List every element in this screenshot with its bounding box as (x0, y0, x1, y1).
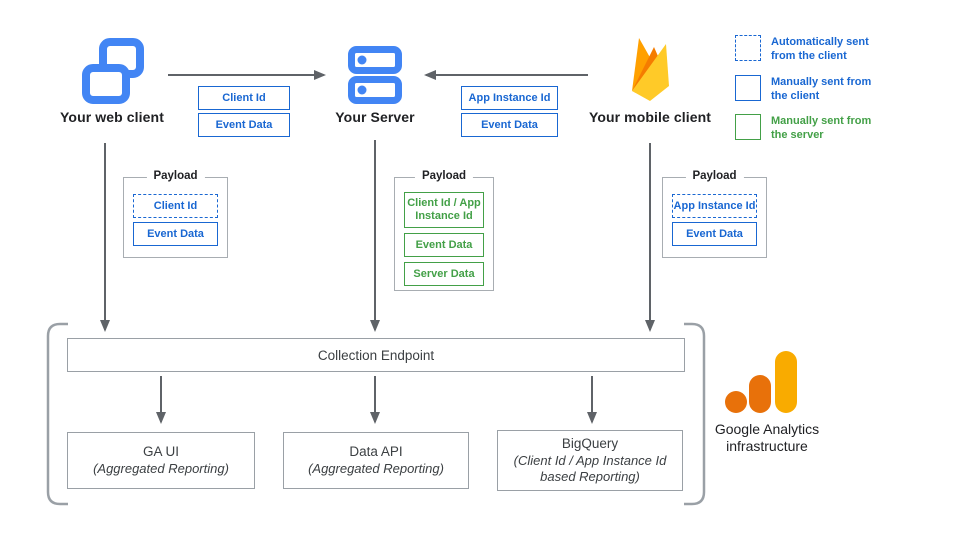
legend-label: Automatically sent from the client (771, 36, 869, 62)
payload-item-client-id: Client Id (133, 194, 218, 218)
output-title: Data API (349, 443, 403, 459)
flow-tag-app-instance-id: App Instance Id (461, 86, 558, 110)
output-subtitle: (Aggregated Reporting) (308, 460, 444, 476)
solid-blue-swatch (735, 75, 761, 101)
web-client-label: Your web client (60, 109, 164, 125)
payload-item-client-or-app-id: Client Id / App Instance Id (404, 192, 484, 228)
output-subtitle: (Aggregated Reporting) (93, 460, 229, 476)
data-api-box: Data API (Aggregated Reporting) (283, 432, 469, 489)
mobile-client-label: Your mobile client (588, 109, 712, 125)
legend-item-manual-server: Manually sent from the server (735, 114, 883, 142)
legend-item-manual-client: Manually sent from the client (735, 75, 883, 103)
payload-title: Payload (414, 170, 474, 182)
overlapping-windows-icon (82, 38, 144, 104)
payload-box-web: Payload Client Id Event Data (123, 170, 228, 258)
payload-item-event-data: Event Data (133, 222, 218, 246)
legend-label: Manually sent from the client (771, 76, 872, 102)
payload-item-server-data: Server Data (404, 262, 484, 286)
google-analytics-logo (725, 351, 797, 413)
payload-box-mobile: Payload App Instance Id Event Data (662, 170, 767, 258)
payload-item-app-instance-id: App Instance Id (672, 194, 757, 218)
payload-title: Payload (146, 170, 205, 182)
flow-tag-event-data-mobile: Event Data (461, 113, 558, 137)
payload-item-event-data: Event Data (672, 222, 757, 246)
payload-box-server: Payload Client Id / App Instance Id Even… (394, 170, 494, 291)
output-subtitle: (Client Id / App Instance Id based Repor… (513, 452, 667, 484)
collection-endpoint-label: Collection Endpoint (317, 347, 435, 363)
left-bracket (46, 322, 68, 506)
legend-label: Manually sent from the server (771, 115, 872, 141)
solid-green-swatch (735, 114, 761, 140)
flow-tag-client-id: Client Id (198, 86, 290, 110)
firebase-flame-icon (632, 38, 669, 101)
collection-endpoint-box: Collection Endpoint (67, 338, 685, 372)
output-title: GA UI (142, 443, 179, 459)
bigquery-box: BigQuery (Client Id / App Instance Id ba… (497, 430, 683, 491)
ga-ui-box: GA UI (Aggregated Reporting) (67, 432, 255, 489)
legend-item-auto-client: Automatically sent from the client (735, 35, 883, 63)
flow-tag-event-data-web: Event Data (198, 113, 290, 137)
server-label: Your Server (335, 109, 415, 125)
infrastructure-label: Google Analytics infrastructure (714, 421, 820, 454)
right-bracket (684, 322, 706, 506)
dashed-blue-swatch (735, 35, 761, 61)
output-title: BigQuery (561, 435, 619, 451)
payload-title: Payload (685, 170, 744, 182)
server-stack-icon (348, 46, 402, 104)
payload-item-event-data: Event Data (404, 233, 484, 257)
